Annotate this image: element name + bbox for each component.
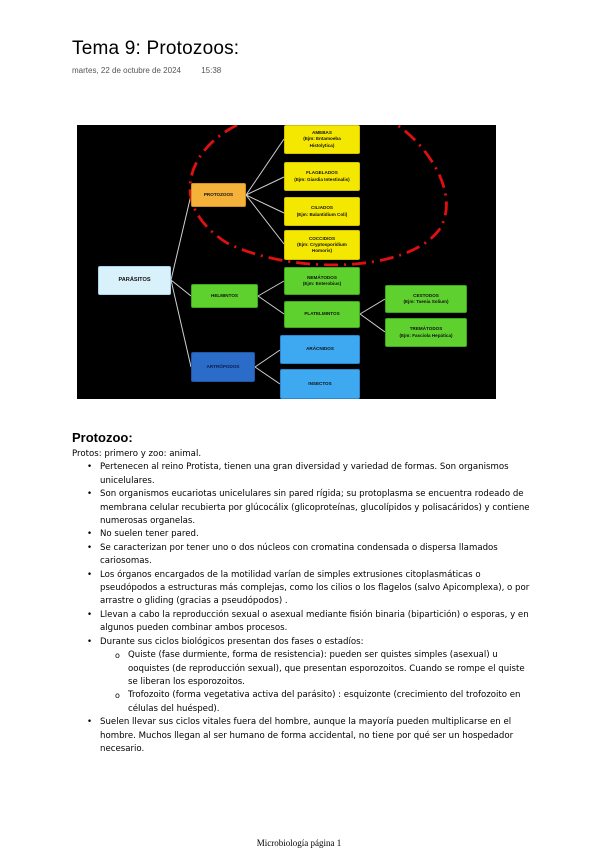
page-title: Tema 9: Protozoos: [72,38,240,59]
connector-platelmintos-trematodos [359,313,386,333]
node-coccidios: COCCIDIOS (Ejm: Cryptosporidium Homoris) [284,230,360,260]
list-item: Son organismos eucariotas unicelulares s… [87,488,532,528]
list-item: Los órganos encargados de la motilidad v… [87,569,532,609]
note-meta: martes, 22 de octubre de 2024 15:38 [72,66,221,75]
connector-artropodos-insectos [254,366,281,385]
node-trematodos: TREMÁTODOS (Ejm: Fasciola Hepática) [385,318,467,347]
diagram-connectors [170,125,448,385]
node-parasitos: PARÁSITOS [98,266,171,295]
parasites-diagram: PARÁSITOS PROTOZOOS HELMINTOS ARTRÓPODOS… [77,125,496,399]
highlight-circle [188,125,448,267]
list-item-text: Durante sus ciclos biológicos presentan … [100,636,364,647]
node-helmintos: HELMINTOS [191,284,258,308]
node-aracnidos: ARÁCNIDOS [280,335,360,364]
connector-protozoos-flagelados [245,176,285,196]
connector-protozoos-amebas [245,138,285,196]
node-artropodos: ARTRÓPODOS [191,352,255,382]
section-heading: Protozoo: [72,430,133,445]
connector-protozoos-coccidios [245,194,285,245]
node-insectos: INSECTOS [280,369,360,399]
connector-helmintos-nematodos [257,280,285,297]
connector-helmintos-platelmintos [257,295,285,315]
connector-artropodos-aracnidos [254,349,281,368]
node-nematodos: NEMÁTODOS (Ejm: Enterobius) [284,267,360,295]
node-ciliados: CILIADOS (Ejm: Balantidium Coli) [284,197,360,226]
node-amebas: AMEBAS (Ejm: Entamoeba Histolytica) [284,125,360,154]
list-item: Se caracterizan por tener uno o dos núcl… [87,542,532,569]
sub-list-item: Quiste (fase durmiente, forma de resiste… [115,649,532,689]
note-date: martes, 22 de octubre de 2024 [72,66,181,75]
connector-platelmintos-cestodos [359,298,386,315]
node-protozoos: PROTOZOOS [191,183,246,207]
list-item: Llevan a cabo la reproducción sexual o a… [87,609,532,636]
intro-line: Protos: primero y zoo: animal. [72,449,202,459]
list-item: Pertenecen al reino Protista, tienen una… [87,461,532,488]
list-item: Suelen llevar sus ciclos vitales fuera d… [87,716,532,756]
protozoo-section: Protozoo: Protos: primero y zoo: animal.… [72,430,532,756]
list-item: No suelen tener pared. [87,528,532,542]
sub-bullet-list: Quiste (fase durmiente, forma de resiste… [100,649,532,716]
connector-root-helmintos [170,279,192,297]
page-footer: Microbiología página 1 [256,838,342,848]
connector-protozoos-ciliados [245,194,285,214]
sub-list-item: Trofozoito (forma vegetativa activa del … [115,689,532,716]
connector-root-artropodos [170,279,192,368]
node-flagelados: FLAGELADOS (Ejm: Giardia Intestinalis) [284,162,360,191]
node-cestodos: CESTODOS (Ejm: Taenia Solium) [385,285,467,313]
note-time: 15:38 [201,66,222,75]
bullet-list: Pertenecen al reino Protista, tienen una… [72,461,532,756]
node-platelmintos: PLATELMINTOS [284,301,360,328]
connector-root-protozoos [170,194,192,281]
list-item: Durante sus ciclos biológicos presentan … [87,636,532,716]
